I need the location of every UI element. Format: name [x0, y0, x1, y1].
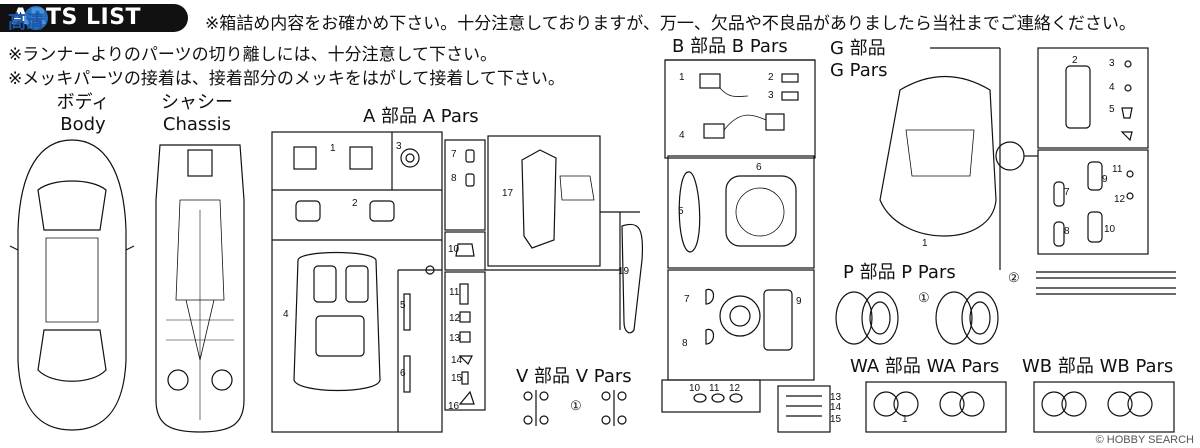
part-number-b: 15 — [830, 414, 842, 425]
part-number-a: 19 — [618, 266, 630, 277]
body-drawing — [9, 139, 135, 431]
group-title-chassis-en: Chassis — [162, 114, 232, 135]
part-number-b: 13 — [830, 392, 842, 403]
part-number-a: 1 — [330, 143, 336, 154]
group-title-body-jp: ボディ — [56, 92, 110, 113]
part-number-g: 8 — [1064, 226, 1070, 237]
quantity-badge: ① — [570, 398, 582, 413]
part-number-a: 4 — [283, 309, 289, 320]
part-number-b: 3 — [768, 90, 774, 101]
part-number-b: 5 — [678, 206, 684, 217]
part-number-b: 6 — [756, 162, 762, 173]
part-number-b: 11 — [709, 383, 720, 394]
group-title-v: V 部品 V Pars — [516, 366, 632, 387]
quantity-badge: ① — [918, 290, 930, 305]
part-number-g: 2 — [1072, 55, 1078, 66]
group-title-b: B 部品 B Pars — [672, 36, 788, 57]
runner-g — [879, 47, 1176, 295]
part-number-b: 2 — [768, 72, 774, 83]
note-cut-runner: ※ランナーよりのパーツの切り離しには、十分注意して下さい。 — [8, 45, 498, 65]
group-title-p: P 部品 P Pars — [843, 262, 956, 283]
part-number-b: 8 — [682, 338, 688, 349]
quantity-badge: ② — [1008, 270, 1020, 285]
part-number-a: 12 — [449, 313, 461, 324]
part-number-a: 2 — [352, 198, 358, 209]
part-number-a: 10 — [448, 244, 460, 255]
group-title-chassis-jp: シャシー — [161, 92, 233, 113]
part-number-wheels: 1 — [902, 414, 908, 425]
part-number-g: 10 — [1104, 224, 1116, 235]
parts-v — [523, 390, 627, 426]
part-number-b: 9 — [796, 296, 802, 307]
part-number-b: 7 — [684, 294, 690, 305]
group-title-a: A 部品 A Pars — [363, 106, 479, 127]
part-number-b: 14 — [830, 402, 842, 413]
part-number-a: 6 — [400, 368, 406, 379]
group-title-g: G 部品 G Pars — [830, 38, 888, 82]
runner-b — [661, 59, 831, 433]
group-title-chassis: シャシー Chassis — [152, 92, 242, 136]
part-number-a: 3 — [396, 141, 402, 152]
part-number-b: 4 — [679, 130, 685, 141]
part-number-a: 13 — [449, 333, 461, 344]
part-number-b: 12 — [729, 383, 741, 394]
part-number-a: 16 — [448, 401, 460, 412]
group-title-g-jp: G 部品 — [830, 38, 886, 59]
wheels-wa — [865, 381, 1007, 433]
part-number-g: 5 — [1109, 104, 1115, 115]
part-number-g: 1 — [922, 238, 928, 249]
wheels-wb — [1033, 381, 1175, 433]
credit-text: © HOBBY SEARCH — [1095, 434, 1194, 446]
note-plating-glue: ※メッキパーツの接着は、接着部分のメッキをはがして接着して下さい。 — [8, 69, 565, 89]
part-number-g: 7 — [1064, 187, 1070, 198]
chassis-drawing — [155, 144, 245, 433]
part-number-a: 11 — [449, 287, 460, 298]
part-number-g: 3 — [1109, 58, 1115, 69]
part-number-a: 15 — [451, 373, 463, 384]
group-title-wa: WA 部品 WA Pars — [850, 356, 1000, 377]
part-number-b: 10 — [689, 383, 701, 394]
part-number-g: 12 — [1114, 194, 1126, 205]
part-number-a: 5 — [400, 300, 406, 311]
part-number-a: 17 — [502, 188, 514, 199]
runner-a — [271, 131, 644, 433]
tires-p — [835, 291, 999, 345]
group-title-g-en: G Pars — [830, 60, 888, 81]
part-number-g: 11 — [1112, 164, 1123, 175]
part-number-b: 1 — [679, 72, 685, 83]
part-number-g: 4 — [1109, 82, 1115, 93]
part-number-a: 14 — [451, 355, 463, 366]
part-number-a: 8 — [451, 173, 457, 184]
part-number-a: 7 — [451, 149, 457, 160]
group-title-wb: WB 部品 WB Pars — [1022, 356, 1174, 377]
note-check-contents: ※箱詰め内容をお確かめ下さい。十分注意しておりますが、万一、欠品や不良品がありま… — [205, 14, 1136, 34]
watermark-logo: 高清 — [8, 6, 48, 33]
group-title-body: ボディ Body — [38, 92, 128, 136]
group-title-body-en: Body — [60, 114, 106, 135]
part-number-g: 9 — [1102, 174, 1108, 185]
svg-text:高清: 高清 — [8, 11, 44, 33]
